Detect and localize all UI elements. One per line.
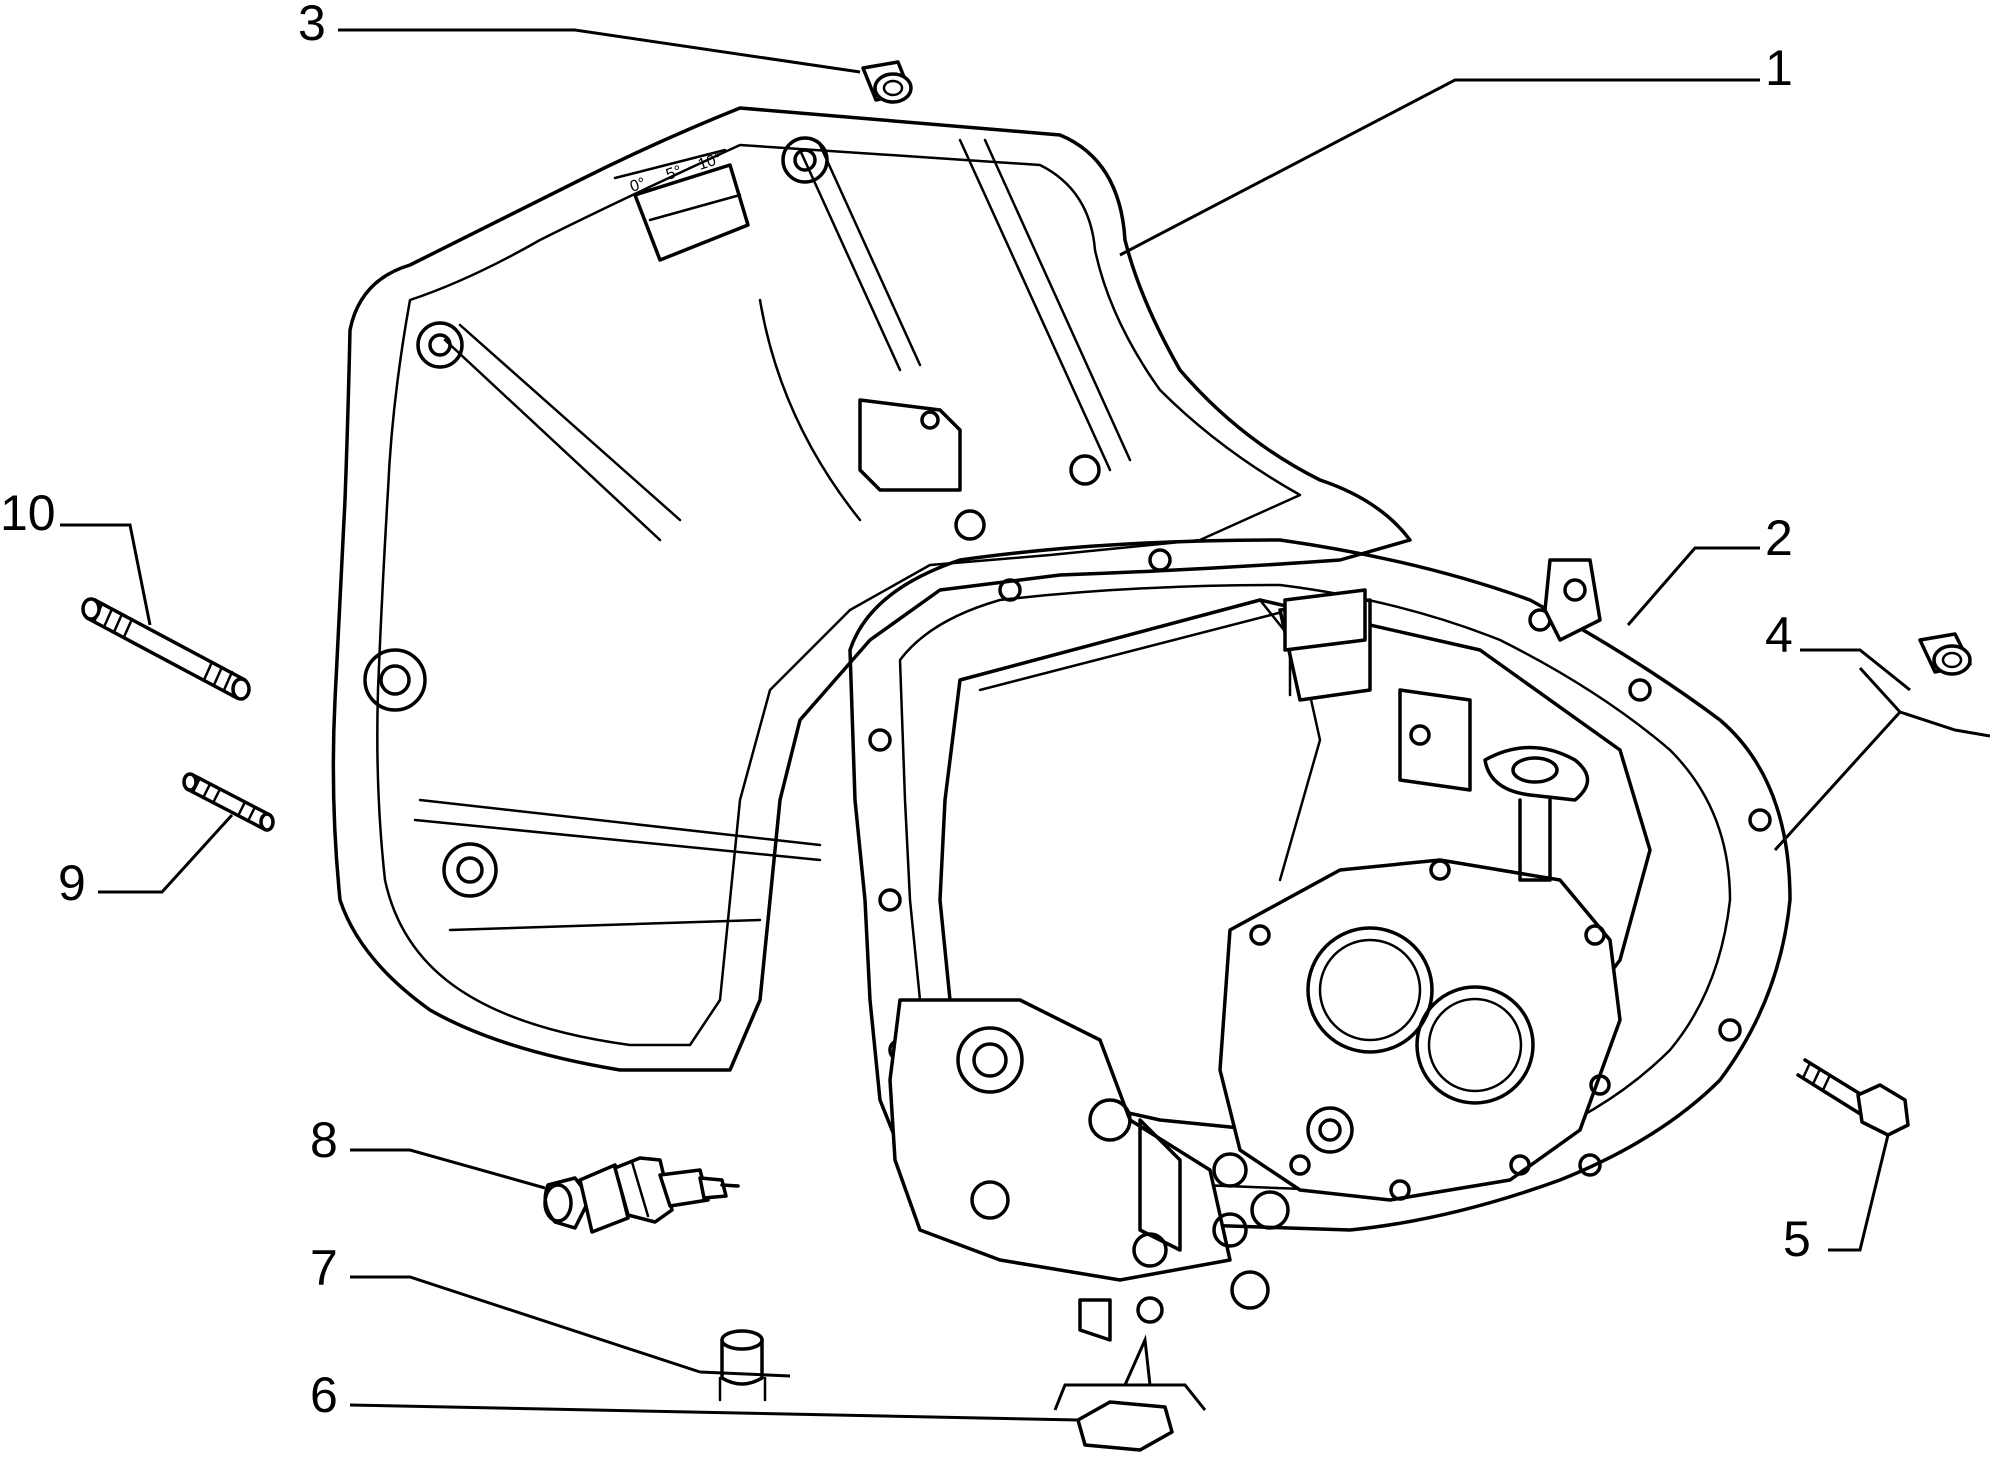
leader-7-tick: [699, 1370, 791, 1378]
leader-8: [350, 1148, 546, 1190]
leader-6-stem: [1123, 1334, 1152, 1386]
part-6-plug: [1076, 1400, 1174, 1452]
callout-8: 8: [310, 1112, 338, 1168]
leader-7: [350, 1275, 701, 1374]
callout-3: 3: [298, 0, 326, 51]
callout-7: 7: [310, 1240, 338, 1296]
timing-mark-5: 5°: [664, 163, 684, 184]
callout-6: 6: [310, 1367, 338, 1423]
part-5-bolt: [1796, 1058, 1910, 1137]
leader-10: [60, 523, 152, 626]
timing-mark-10: 10°: [696, 150, 724, 174]
leader-4-branch-2: [1773, 710, 1902, 852]
leader-1: [1119, 78, 1760, 257]
leader-6: [349, 1403, 1079, 1422]
leader-9: [98, 813, 234, 894]
leader-4-branch: [1858, 666, 1990, 738]
part-8-reversing-light-switch: [543, 1156, 740, 1234]
part-9-stud: [182, 772, 275, 832]
gearbox-casing: [848, 538, 1792, 1342]
part-3-dowel-bush: [861, 60, 913, 104]
callout-numbers: 3 1 2 4 5 6 7 8 9 10: [0, 0, 1811, 1423]
leader-5: [1828, 1134, 1890, 1252]
timing-mark-0: 0°: [628, 175, 648, 196]
callout-9: 9: [58, 855, 86, 911]
callout-10: 10: [0, 485, 56, 541]
clutch-housing: 0° 5° 10°: [331, 106, 1412, 1072]
callout-4: 4: [1765, 607, 1793, 663]
part-10-stud: [81, 597, 251, 701]
leader-3: [338, 28, 861, 74]
callout-2: 2: [1765, 510, 1793, 566]
callout-5: 5: [1783, 1211, 1811, 1267]
part-7-cap: [718, 1329, 767, 1402]
leader-4: [1800, 648, 1911, 692]
leader-lines: [60, 28, 1990, 1422]
part-4-dowel-bush: [1918, 632, 1972, 676]
leader-2: [1626, 546, 1760, 626]
callout-1: 1: [1765, 40, 1793, 96]
